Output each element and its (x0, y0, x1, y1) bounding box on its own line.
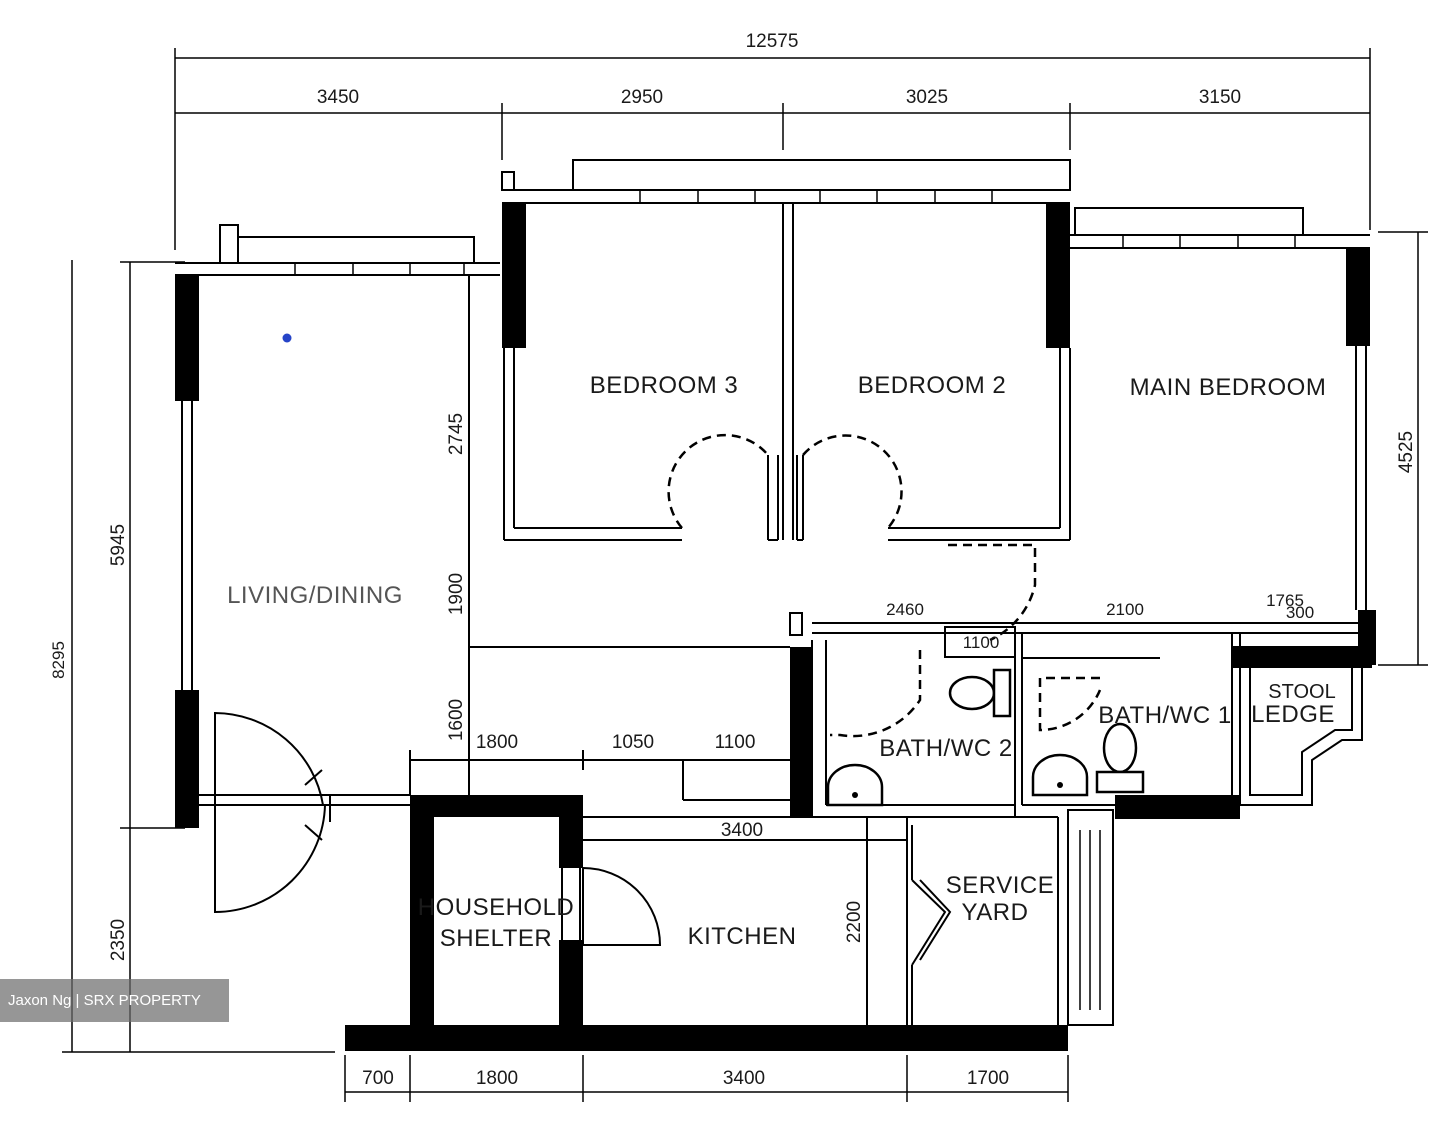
dimension-lines-right (1378, 231, 1428, 666)
dim-bottom-4: 1700 (967, 1068, 1009, 1089)
dim-right-4525: 4525 (1396, 431, 1417, 473)
dim-bottom-1: 700 (362, 1068, 394, 1089)
dimension-lines-top (174, 48, 1371, 250)
dim-bottom-2: 1800 (476, 1068, 518, 1089)
dim-top-4: 3150 (1199, 87, 1241, 108)
room-service-yard-line1: SERVICE (946, 872, 1054, 899)
room-bath-2: BATH/WC 2 (879, 735, 1012, 762)
dim-left-5945: 5945 (108, 524, 129, 566)
dim-kitchen-3400: 3400 (721, 820, 763, 841)
room-stool-ledge-line2: LEDGE (1251, 701, 1335, 728)
dim-living-2745: 2745 (446, 413, 467, 455)
room-service-yard-line2: YARD (962, 899, 1029, 926)
dim-mid-1100: 1100 (715, 732, 756, 753)
room-household-shelter-line1: HOUSEHOLD (418, 894, 575, 921)
dim-overall-top: 12575 (746, 31, 799, 52)
dim-living-1600: 1600 (446, 699, 467, 741)
room-bedroom-2: BEDROOM 2 (858, 372, 1007, 399)
dim-ledge-1765: 1765 (1266, 591, 1304, 610)
dim-bath-2100: 2100 (1106, 600, 1144, 619)
basin-icon (1031, 753, 1089, 797)
room-household-shelter-line2: SHELTER (440, 925, 552, 952)
watermark: Jaxon Ng | SRX PROPERTY (0, 979, 229, 1022)
toilet-icon (948, 668, 1012, 718)
dim-bath-2460: 2460 (886, 600, 924, 619)
walls (175, 159, 1376, 1051)
doors (214, 433, 1102, 966)
marker-dot (282, 333, 292, 343)
room-living-dining: LIVING/DINING (227, 582, 403, 609)
dim-mid-1800: 1800 (476, 732, 518, 753)
dim-left-2350: 2350 (108, 919, 129, 961)
dim-kitchen-2200: 2200 (844, 901, 865, 943)
dim-living-1900: 1900 (446, 573, 467, 615)
room-kitchen: KITCHEN (688, 923, 797, 950)
dim-mid-1050: 1050 (612, 732, 654, 753)
dim-top-3: 3025 (906, 87, 948, 108)
room-bath-1: BATH/WC 1 (1098, 702, 1231, 729)
room-main-bedroom: MAIN BEDROOM (1130, 374, 1327, 401)
toilet-icon (1095, 722, 1145, 794)
room-stool-ledge-line1: STOOL (1268, 681, 1335, 703)
dimension-lines-left (62, 260, 335, 1053)
dim-bottom-3: 3400 (723, 1068, 765, 1089)
dim-bath-1100: 1100 (963, 633, 1000, 652)
dim-ledge-300: 300 (1286, 603, 1314, 622)
dimension-lines-bottom (344, 1055, 1069, 1102)
dim-left-faint: 8295 (49, 641, 68, 679)
dim-top-1: 3450 (317, 87, 359, 108)
room-bedroom-3: BEDROOM 3 (590, 372, 739, 399)
dim-top-2: 2950 (621, 87, 663, 108)
basin-icon (826, 763, 884, 807)
fixtures (826, 668, 1145, 807)
